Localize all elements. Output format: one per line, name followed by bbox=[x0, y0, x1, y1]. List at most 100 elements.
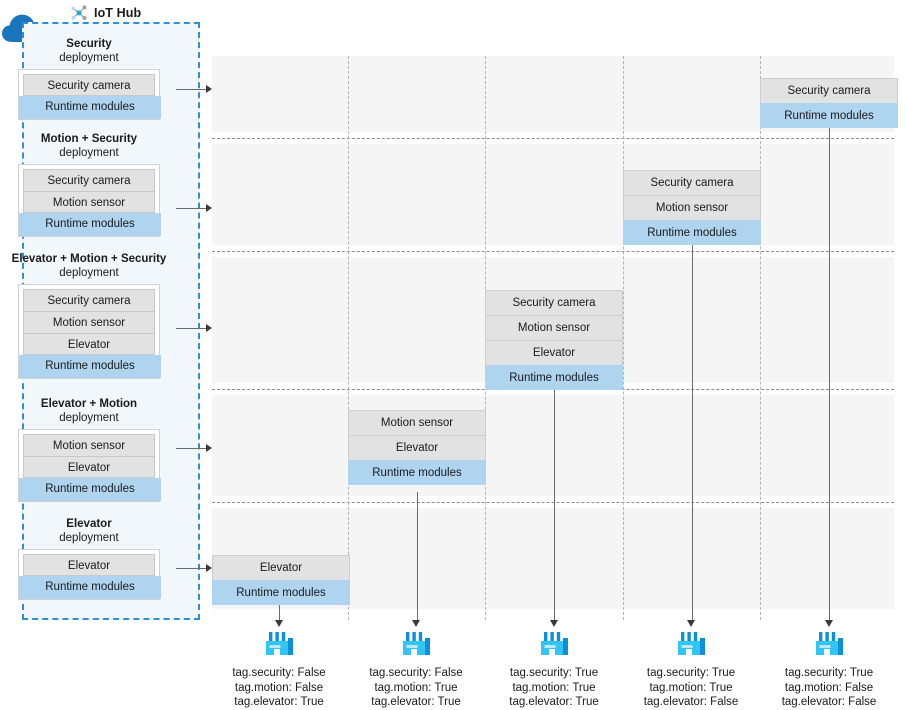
deployment-elevator[interactable]: Elevator deployment Elevator Runtime mod… bbox=[0, 518, 178, 600]
device-item[interactable]: tag.security: False tag.motion: False ta… bbox=[210, 630, 348, 710]
module-frame: Elevator Runtime modules bbox=[18, 549, 161, 600]
factory-icon bbox=[674, 630, 708, 658]
deployment-grid: Security camera Runtime modules Security… bbox=[212, 56, 898, 620]
runtime-modules-box[interactable]: Runtime modules bbox=[19, 96, 161, 119]
runtime-modules-box[interactable]: Runtime modules bbox=[760, 103, 898, 128]
module-box[interactable]: Motion sensor bbox=[485, 315, 623, 340]
device-tags: tag.security: True tag.motion: False tag… bbox=[760, 666, 898, 710]
module-box[interactable]: Security camera bbox=[760, 78, 898, 103]
module-box[interactable]: Elevator bbox=[485, 340, 623, 365]
tag-elevator: tag.elevator: True bbox=[371, 696, 461, 708]
module-box[interactable]: Motion sensor bbox=[23, 311, 155, 333]
device-tags: tag.security: True tag.motion: True tag.… bbox=[485, 666, 623, 710]
module-box[interactable]: Security camera bbox=[23, 74, 155, 96]
module-box[interactable]: Elevator bbox=[23, 456, 155, 478]
grid-row-band bbox=[212, 395, 894, 496]
grid-stack-elevator[interactable]: Elevator Runtime modules bbox=[212, 555, 350, 605]
grid-column-divider bbox=[348, 56, 349, 620]
factory-icon bbox=[262, 630, 296, 658]
device-item[interactable]: tag.security: True tag.motion: True tag.… bbox=[622, 630, 760, 710]
deployment-motion-security[interactable]: Motion + Security deployment Security ca… bbox=[0, 133, 178, 237]
connector-line bbox=[554, 379, 555, 620]
deployment-title: Elevator + Motion + Security deployment bbox=[11, 253, 167, 279]
grid-row-band bbox=[212, 144, 894, 245]
tag-security: tag.security: False bbox=[369, 667, 463, 679]
arrow-down-icon bbox=[275, 620, 283, 627]
module-box[interactable]: Motion sensor bbox=[623, 195, 761, 220]
module-box[interactable]: Elevator bbox=[212, 555, 350, 580]
connector-line bbox=[692, 241, 693, 620]
deployment-title: Elevator + Motion deployment bbox=[40, 398, 138, 424]
tag-elevator: tag.elevator: True bbox=[234, 696, 324, 708]
module-box[interactable]: Motion sensor bbox=[348, 410, 486, 435]
module-box[interactable]: Elevator bbox=[23, 554, 155, 576]
factory-icon bbox=[812, 630, 846, 658]
grid-stack-elevator-motion-security[interactable]: Security camera Motion sensor Elevator R… bbox=[485, 290, 623, 390]
device-tags: tag.security: False tag.motion: True tag… bbox=[347, 666, 485, 710]
deployment-security[interactable]: Security deployment Security camera Runt… bbox=[0, 38, 178, 120]
device-tags: tag.security: False tag.motion: False ta… bbox=[210, 666, 348, 710]
connector-line bbox=[829, 128, 830, 620]
arrow-down-icon bbox=[550, 620, 558, 627]
deployment-title: Elevator deployment bbox=[59, 518, 119, 544]
tag-motion: tag.motion: False bbox=[784, 681, 874, 694]
module-frame: Motion sensor Elevator Runtime modules bbox=[18, 429, 161, 502]
device-item[interactable]: tag.security: True tag.motion: True tag.… bbox=[485, 630, 623, 710]
connector-line bbox=[279, 605, 280, 620]
module-box[interactable]: Elevator bbox=[23, 333, 155, 355]
module-frame: Security camera Motion sensor Elevator R… bbox=[18, 284, 161, 379]
runtime-modules-box[interactable]: Runtime modules bbox=[19, 355, 161, 378]
module-box[interactable]: Elevator bbox=[348, 435, 486, 460]
tag-motion: tag.motion: False bbox=[234, 681, 324, 694]
module-box[interactable]: Security camera bbox=[23, 289, 155, 311]
grid-column-divider bbox=[760, 56, 761, 620]
grid-row-separator bbox=[212, 138, 894, 139]
factory-icon bbox=[399, 630, 433, 658]
grid-stack-motion-security[interactable]: Security camera Motion sensor Runtime mo… bbox=[623, 170, 761, 245]
arrow-down-icon bbox=[687, 620, 695, 627]
runtime-modules-box[interactable]: Runtime modules bbox=[212, 580, 350, 605]
iot-hub-header: IoT Hub bbox=[70, 2, 210, 24]
runtime-modules-box[interactable]: Runtime modules bbox=[485, 365, 623, 390]
runtime-modules-box[interactable]: Runtime modules bbox=[19, 576, 161, 599]
grid-column-divider bbox=[623, 56, 624, 620]
tag-security: tag.security: True bbox=[784, 667, 874, 679]
connector-line bbox=[417, 492, 418, 620]
grid-row-separator bbox=[212, 251, 894, 252]
tag-security: tag.security: True bbox=[509, 667, 599, 679]
runtime-modules-box[interactable]: Runtime modules bbox=[623, 220, 761, 245]
arrow-down-icon bbox=[825, 620, 833, 627]
module-box[interactable]: Security camera bbox=[23, 169, 155, 191]
runtime-modules-box[interactable]: Runtime modules bbox=[348, 460, 486, 485]
grid-row-separator bbox=[212, 502, 894, 503]
deployment-elevator-motion-security[interactable]: Elevator + Motion + Security deployment … bbox=[0, 253, 178, 379]
tag-elevator: tag.elevator: True bbox=[509, 696, 599, 708]
deployment-title: Motion + Security deployment bbox=[40, 133, 138, 159]
module-box[interactable]: Motion sensor bbox=[23, 434, 155, 456]
iot-hub-icon bbox=[70, 4, 88, 22]
grid-stack-elevator-motion[interactable]: Motion sensor Elevator Runtime modules bbox=[348, 410, 486, 485]
tag-motion: tag.motion: True bbox=[649, 681, 733, 694]
module-frame: Security camera Motion sensor Runtime mo… bbox=[18, 164, 161, 237]
tag-motion: tag.motion: True bbox=[374, 681, 458, 694]
tag-motion: tag.motion: True bbox=[512, 681, 596, 694]
module-box[interactable]: Security camera bbox=[485, 290, 623, 315]
runtime-modules-box[interactable]: Runtime modules bbox=[19, 478, 161, 501]
factory-icon bbox=[537, 630, 571, 658]
deployment-elevator-motion[interactable]: Elevator + Motion deployment Motion sens… bbox=[0, 398, 178, 502]
runtime-modules-box[interactable]: Runtime modules bbox=[19, 213, 161, 236]
module-box[interactable]: Motion sensor bbox=[23, 191, 155, 213]
arrow-down-icon bbox=[412, 620, 420, 627]
module-box[interactable]: Security camera bbox=[623, 170, 761, 195]
grid-stack-security[interactable]: Security camera Runtime modules bbox=[760, 78, 898, 128]
deployment-title: Security deployment bbox=[59, 38, 119, 64]
tag-elevator: tag.elevator: False bbox=[643, 696, 739, 708]
device-tags: tag.security: True tag.motion: True tag.… bbox=[622, 666, 760, 710]
tag-security: tag.security: True bbox=[646, 667, 736, 679]
iot-hub-title: IoT Hub bbox=[94, 6, 142, 20]
tag-elevator: tag.elevator: False bbox=[781, 696, 877, 708]
module-frame: Security camera Runtime modules bbox=[18, 69, 161, 120]
tag-security: tag.security: False bbox=[232, 667, 326, 679]
device-item[interactable]: tag.security: False tag.motion: True tag… bbox=[347, 630, 485, 710]
device-item[interactable]: tag.security: True tag.motion: False tag… bbox=[760, 630, 898, 710]
